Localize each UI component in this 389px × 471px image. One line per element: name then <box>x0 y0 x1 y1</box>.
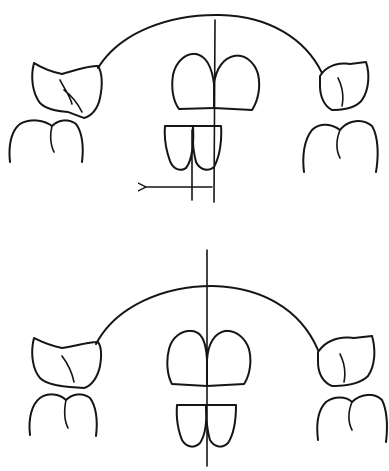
upper-right-central-incisor <box>214 56 259 110</box>
upper-arch-outline <box>98 15 322 73</box>
top-panel <box>9 15 377 202</box>
lower-right-molar-cusp <box>337 130 340 158</box>
lower-left-molar <box>9 120 82 162</box>
lower-panel-lower-right-central-incisor <box>206 405 236 447</box>
lower-right-molar <box>303 121 377 172</box>
lower-panel-lower-right-molar-cusp <box>349 402 352 430</box>
lower-panel-upper-left-premolar-groove <box>62 356 74 382</box>
lower-left-molar-cusp <box>51 126 54 152</box>
top-upper-midline <box>214 20 215 202</box>
bottom-panel <box>29 250 386 466</box>
upper-left-central-incisor <box>172 54 214 109</box>
upper-right-premolar-groove <box>338 78 343 106</box>
lower-right-central-incisor <box>193 126 222 170</box>
upper-right-premolar <box>320 62 368 110</box>
lower-panel-upper-left-central-incisor <box>167 331 207 386</box>
upper-left-premolar <box>32 63 102 118</box>
lower-panel-upper-right-premolar <box>318 336 374 386</box>
upper-left-premolar-groove <box>60 80 82 112</box>
lower-panel-upper-right-premolar-groove <box>340 354 345 382</box>
lower-panel-lower-left-molar-cusp <box>65 400 68 428</box>
lower-panel-upper-right-central-incisor <box>207 331 250 386</box>
lower-panel-lower-left-central-incisor <box>177 405 207 447</box>
lower-panel-lower-left-molar <box>29 394 96 436</box>
lower-left-central-incisor <box>165 126 194 170</box>
